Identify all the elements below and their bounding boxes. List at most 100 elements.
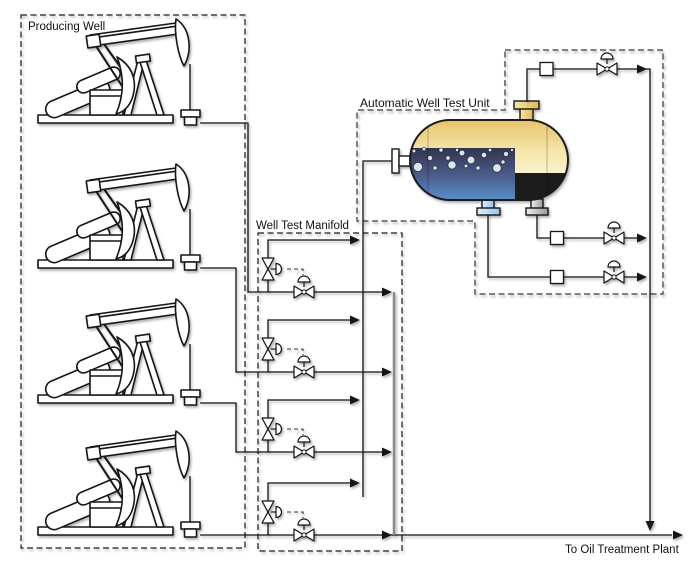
valve-stem-dot bbox=[611, 235, 617, 241]
valve-body-group bbox=[293, 528, 315, 542]
manual-isolation-valve-icon bbox=[261, 500, 283, 524]
bubble-icon bbox=[421, 146, 427, 152]
manifold-branch-3 bbox=[261, 395, 360, 459]
valve-actuator-icon bbox=[297, 355, 311, 363]
pumpjack-icon bbox=[37, 18, 201, 126]
pumpjack-well-1 bbox=[37, 18, 201, 126]
manifold-branch-2 bbox=[261, 315, 360, 379]
valve-signal-link bbox=[287, 511, 304, 518]
actuated-production-valve-icon bbox=[293, 518, 315, 542]
valve-stem-dot bbox=[611, 274, 617, 280]
valve-signal-link bbox=[287, 428, 304, 435]
valve-body bbox=[613, 231, 625, 245]
gas-nozzle-flange bbox=[513, 100, 540, 110]
actuated-production-valve-icon bbox=[293, 355, 315, 379]
valve-body bbox=[261, 417, 275, 430]
valve-body bbox=[261, 428, 275, 441]
pumpjack-icon bbox=[37, 430, 201, 538]
manifold-branches bbox=[261, 235, 360, 542]
well-test-manifold-label: Well Test Manifold bbox=[256, 220, 349, 232]
automatic-well-test-unit-label: Automatic Well Test Unit bbox=[360, 96, 490, 110]
well-3-flowline bbox=[200, 402, 382, 453]
valve-actuator-icon bbox=[607, 221, 621, 229]
bubble-icon bbox=[503, 151, 509, 157]
flow-arrow-icon bbox=[350, 235, 360, 245]
manual-isolation-valve-icon bbox=[261, 337, 283, 361]
bubble-icon bbox=[487, 147, 493, 153]
flow-arrow-icon bbox=[382, 447, 392, 457]
valve-body bbox=[261, 268, 275, 281]
vessel-contents bbox=[410, 121, 568, 200]
valve-signal-link bbox=[287, 348, 304, 355]
valve-body bbox=[303, 528, 315, 542]
valve-actuator-icon bbox=[275, 262, 283, 276]
valve-body bbox=[261, 337, 275, 350]
flow-meter-icon bbox=[539, 61, 554, 77]
valve-body bbox=[596, 62, 608, 76]
well-1-flowline bbox=[200, 122, 382, 293]
bubble-icon bbox=[463, 163, 469, 169]
valve-body bbox=[261, 511, 275, 524]
valve-body-group bbox=[596, 62, 618, 76]
vessel-outline bbox=[409, 119, 569, 201]
producing-well-label: Producing Well bbox=[28, 21, 105, 33]
oil-outlet-line-group bbox=[536, 215, 647, 246]
dashed-boundaries bbox=[20, 14, 664, 552]
valve-body bbox=[261, 500, 275, 513]
flow-arrow-icon bbox=[350, 478, 360, 488]
outlet-lines bbox=[487, 52, 655, 531]
bubble-icon bbox=[458, 149, 466, 157]
valve-body bbox=[303, 285, 315, 299]
bubble-icon bbox=[500, 159, 506, 165]
valve-body bbox=[603, 270, 615, 284]
valve-stem-dot bbox=[301, 532, 307, 538]
pumpjack-icon bbox=[37, 163, 201, 271]
separator-vessel bbox=[391, 100, 569, 216]
valve-actuator-icon bbox=[600, 52, 614, 60]
bubble-icon bbox=[475, 165, 481, 171]
valve-stem-dot bbox=[604, 66, 610, 72]
producing-wells-group bbox=[37, 18, 201, 538]
to-oil-treatment-plant-label: To Oil Treatment Plant bbox=[565, 544, 680, 556]
pumpjack-well-4 bbox=[37, 430, 201, 538]
valve-signal-link bbox=[287, 268, 304, 275]
manual-isolation-valve-icon bbox=[261, 257, 283, 281]
vessel-liquid bbox=[410, 148, 515, 200]
actuated-production-valve-icon bbox=[293, 435, 315, 459]
water-outlet-line-group bbox=[487, 215, 647, 285]
test-header-line bbox=[362, 160, 393, 497]
flow-arrow-icon bbox=[673, 530, 683, 540]
valve-actuator-icon bbox=[297, 435, 311, 443]
flow-arrow-icon bbox=[637, 64, 647, 74]
bubble-icon bbox=[447, 160, 457, 170]
bubble-icon bbox=[411, 148, 417, 154]
oil-outlet-control-valve-icon bbox=[603, 221, 625, 245]
valve-body bbox=[613, 270, 625, 284]
valve-body-group bbox=[603, 270, 625, 284]
valve-actuator-icon bbox=[297, 518, 311, 526]
flow-arrow-icon bbox=[382, 367, 392, 377]
water-outlet-control-valve-icon bbox=[603, 260, 625, 284]
bubble-icon bbox=[492, 163, 502, 173]
valve-actuator-icon bbox=[607, 260, 621, 268]
producing-well-boundary bbox=[20, 14, 246, 549]
valve-body-group bbox=[293, 445, 315, 459]
flow-meter-icon bbox=[549, 269, 565, 285]
bubble-icon bbox=[454, 147, 459, 152]
pumpjack-well-3 bbox=[37, 298, 201, 406]
valve-body bbox=[303, 445, 315, 459]
well-test-manifold-group bbox=[261, 235, 360, 542]
valve-stem-dot bbox=[301, 449, 307, 455]
well-test-manifold-boundary bbox=[257, 232, 403, 552]
automatic-well-test-unit-boundary bbox=[356, 49, 664, 295]
oil-nozzle-flange bbox=[525, 207, 549, 216]
valve-actuator-icon bbox=[297, 275, 311, 283]
valve-actuator-icon bbox=[275, 342, 283, 356]
valve-body bbox=[303, 365, 315, 379]
water-outlet-line bbox=[487, 215, 637, 278]
valve-stem-dot bbox=[301, 369, 307, 375]
flow-arrow-icon bbox=[637, 233, 647, 243]
valve-body bbox=[293, 285, 305, 299]
